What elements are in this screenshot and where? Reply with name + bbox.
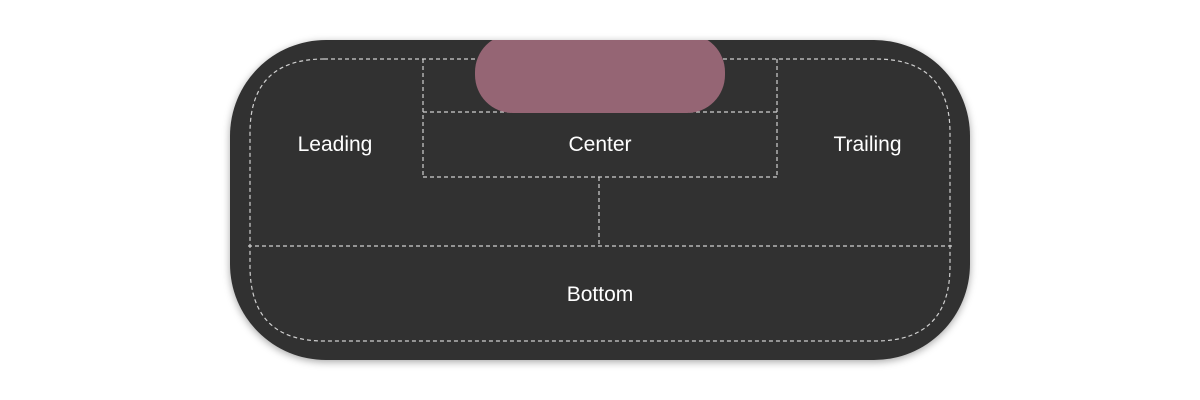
dynamic-island-expanded: Leading Center Trailing Bottom <box>230 40 970 360</box>
outer-boundary-guide <box>249 58 951 342</box>
trailing-region-label: Trailing <box>833 133 902 156</box>
camera-pill <box>475 40 725 113</box>
leading-region-label: Leading <box>297 133 373 156</box>
bottom-region-label: Bottom <box>566 283 634 306</box>
center-region-label: Center <box>568 133 632 156</box>
